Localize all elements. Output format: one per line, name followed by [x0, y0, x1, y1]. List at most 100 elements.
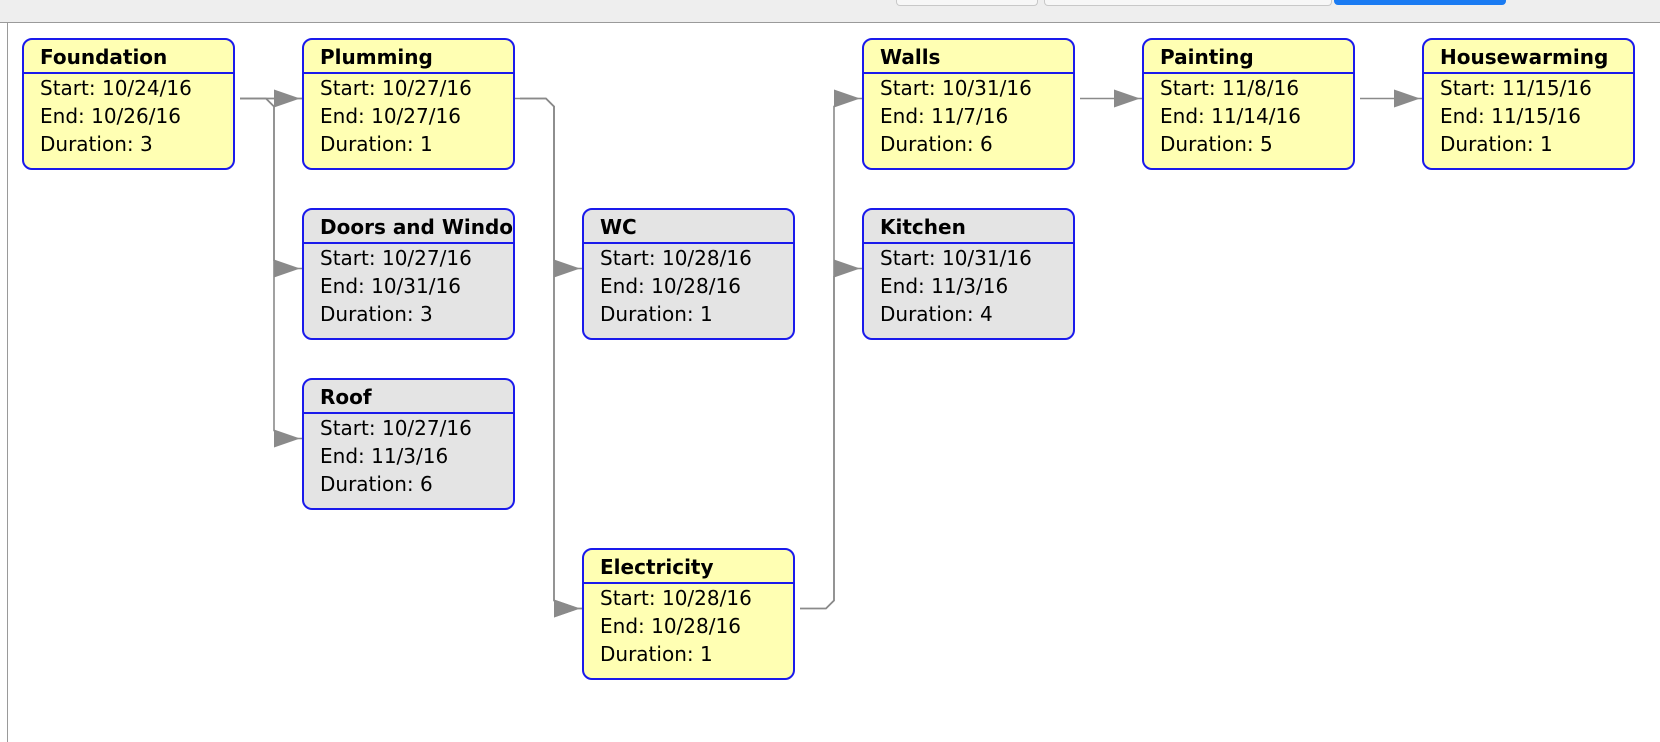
task-duration-value: 3: [139, 132, 153, 156]
task-duration-line: Duration: 6: [304, 470, 513, 498]
task-title: Electricity: [584, 550, 793, 584]
task-end-label: End:: [320, 104, 365, 128]
task-duration-label: Duration:: [320, 132, 414, 156]
task-start-label: Start:: [320, 76, 376, 100]
arrowhead-walls-painting: [1114, 89, 1140, 108]
task-end-value: 10/26/16: [91, 104, 181, 128]
arrowhead-foundation-doors: [274, 259, 300, 278]
task-end-line: End: 11/3/16: [864, 272, 1073, 300]
edge-foundation-electricity: [240, 97, 582, 610]
task-start-value: 11/15/16: [1501, 76, 1592, 100]
task-end-label: End:: [40, 104, 85, 128]
task-duration-label: Duration:: [320, 302, 414, 326]
task-start-label: Start:: [1160, 76, 1216, 100]
task-start-value: 10/31/16: [941, 76, 1032, 100]
task-start-label: Start:: [600, 586, 656, 610]
task-duration-value: 4: [979, 302, 993, 326]
task-duration-line: Duration: 3: [304, 300, 513, 328]
task-start-label: Start:: [40, 76, 96, 100]
task-end-line: End: 11/3/16: [304, 442, 513, 470]
arrowhead-electricity-kitchen: [834, 259, 860, 278]
task-start-line: Start: 10/28/16: [584, 584, 793, 612]
task-end-label: End:: [600, 274, 645, 298]
task-start-line: Start: 10/27/16: [304, 244, 513, 272]
task-end-label: End:: [880, 274, 925, 298]
task-start-label: Start:: [1440, 76, 1496, 100]
task-start-label: Start:: [880, 76, 936, 100]
task-title: Kitchen: [864, 210, 1073, 244]
task-end-value: 11/14/16: [1211, 104, 1301, 128]
task-end-line: End: 10/26/16: [24, 102, 233, 130]
task-title: Doors and Windo...: [304, 210, 513, 244]
task-title: Walls: [864, 40, 1073, 74]
task-end-line: End: 10/28/16: [584, 272, 793, 300]
task-end-label: End:: [600, 614, 645, 638]
task-end-line: End: 11/7/16: [864, 102, 1073, 130]
task-start-value: 10/28/16: [661, 246, 752, 270]
task-duration-value: 5: [1259, 132, 1273, 156]
task-end-value: 10/28/16: [651, 614, 741, 638]
toolbar-segment[interactable]: [896, 0, 1038, 6]
task-duration-label: Duration:: [880, 302, 974, 326]
task-duration-line: Duration: 1: [1424, 130, 1633, 158]
edge-foundation-doors: [240, 97, 302, 270]
window-toolbar: [0, 0, 1660, 23]
task-duration-label: Duration:: [1440, 132, 1534, 156]
task-duration-label: Duration:: [600, 642, 694, 666]
task-duration-line: Duration: 4: [864, 300, 1073, 328]
task-title: Plumming: [304, 40, 513, 74]
task-start-label: Start:: [600, 246, 656, 270]
task-start-line: Start: 10/31/16: [864, 244, 1073, 272]
task-duration-line: Duration: 1: [304, 130, 513, 158]
arrowhead-painting-housewarming: [1394, 89, 1420, 108]
task-duration-line: Duration: 1: [584, 300, 793, 328]
task-duration-label: Duration:: [40, 132, 134, 156]
task-start-value: 11/8/16: [1221, 76, 1300, 100]
task-start-line: Start: 10/31/16: [864, 74, 1073, 102]
task-end-value: 11/3/16: [371, 444, 449, 468]
task-start-line: Start: 11/8/16: [1144, 74, 1353, 102]
task-start-value: 10/24/16: [101, 76, 192, 100]
task-end-value: 10/28/16: [651, 274, 741, 298]
edge-electricity-kitchen: [800, 267, 862, 610]
task-start-line: Start: 10/28/16: [584, 244, 793, 272]
task-end-line: End: 10/31/16: [304, 272, 513, 300]
task-end-line: End: 11/15/16: [1424, 102, 1633, 130]
task-end-value: 10/31/16: [371, 274, 461, 298]
task-duration-label: Duration:: [880, 132, 974, 156]
task-start-label: Start:: [880, 246, 936, 270]
toolbar-search-field[interactable]: [1044, 0, 1332, 6]
task-start-line: Start: 10/27/16: [304, 414, 513, 442]
task-end-value: 11/15/16: [1491, 104, 1581, 128]
arrowhead-electricity-walls: [834, 89, 860, 108]
task-title: Painting: [1144, 40, 1353, 74]
task-duration-label: Duration:: [600, 302, 694, 326]
task-end-value: 11/7/16: [931, 104, 1009, 128]
arrowhead-plumming-wc: [554, 259, 580, 278]
task-start-value: 10/28/16: [661, 586, 752, 610]
task-duration-value: 3: [419, 302, 433, 326]
task-title: Roof: [304, 380, 513, 414]
task-duration-value: 1: [419, 132, 433, 156]
task-duration-value: 1: [699, 642, 713, 666]
task-duration-value: 6: [419, 472, 433, 496]
task-duration-value: 1: [1539, 132, 1553, 156]
task-duration-line: Duration: 1: [584, 640, 793, 668]
task-end-label: End:: [1440, 104, 1485, 128]
task-end-line: End: 10/27/16: [304, 102, 513, 130]
toolbar-primary-button[interactable]: [1334, 0, 1506, 5]
task-duration-label: Duration:: [320, 472, 414, 496]
task-end-line: End: 11/14/16: [1144, 102, 1353, 130]
arrowhead-foundation-roof: [274, 429, 300, 448]
